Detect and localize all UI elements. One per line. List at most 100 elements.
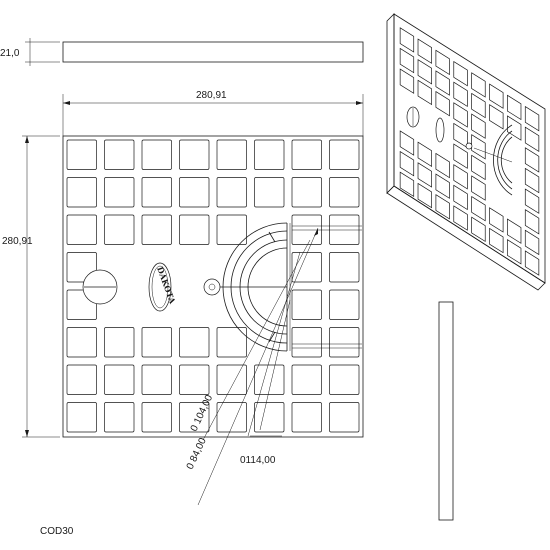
grid-cell [291,177,322,208]
grid-cell [254,177,285,208]
diameter-mid-label: 0 84,00 [185,436,209,471]
iso-grid-cell [524,167,540,194]
iso-grid-cell [417,59,432,85]
logo-oval: DAKOTA [148,262,178,312]
part-code: COD30 [40,526,74,537]
grid-cell [216,364,247,395]
bolt-circle [203,278,221,296]
iso-grid-cell [453,81,468,108]
grid-cell [66,177,97,208]
iso-grid-cell [417,182,432,209]
side-view: 21,0 [0,38,364,66]
iso-grid-cell [435,90,450,117]
grid-cell [216,214,247,245]
iso-grid-cell [507,218,522,244]
grid-cell [104,364,135,395]
grid-cell [291,327,322,358]
iso-grid-cell [399,150,415,177]
grid-cell [179,402,210,433]
grid-cell [329,327,360,358]
iso-grid-cell [453,184,468,211]
iso-grid-cell [399,47,415,74]
grid-cell [141,139,172,170]
iso-grid-cell [453,102,468,128]
grid-cell [329,177,360,208]
iso-latch [406,106,420,128]
iso-grid-cell [435,173,450,199]
iso-grid-cell [471,195,486,222]
iso-grid-cell [489,207,504,233]
iso-grid-cell [524,105,540,132]
iso-grid-cell [524,188,540,214]
grid-cell [179,177,210,208]
grid-cell [141,364,172,395]
iso-grid-cell [399,68,415,94]
grid-cell [66,402,97,433]
iso-grid-cell [399,27,415,53]
latch-circle [82,269,118,305]
grid-cell [329,402,360,433]
grid-cell [66,214,97,245]
iso-grid-cell [471,175,486,201]
width-dimension: 280,91 [62,90,364,136]
height-dimension: 280,91 [2,135,60,438]
grid-cell [216,327,247,358]
grid-cell [141,177,172,208]
front-edge-view [438,301,454,521]
iso-grid-cell [417,162,432,188]
iso-grid-cell [453,122,468,149]
iso-grid-cell [435,49,450,76]
grid-cell [141,402,172,433]
grid-cell [104,402,135,433]
iso-grid-cell [524,229,540,256]
grid-cell [66,327,97,358]
thickness-label: 21,0 [0,48,20,59]
iso-grid-cell [417,79,432,106]
top-view: DAKOTA [62,135,364,506]
grid-cell [291,139,322,170]
iso-grid-cell [453,164,468,190]
iso-grid-cell [471,154,486,181]
grid-cell [291,289,322,320]
iso-grid-cell [524,209,540,235]
iso-bolt [465,142,473,150]
grid-cell [104,177,135,208]
grid-cell [254,139,285,170]
iso-grid-cell [471,134,486,160]
iso-grid-cell [524,250,540,276]
diameter-leaders [197,227,319,506]
iso-logo [435,117,445,143]
iso-semicircle [473,124,513,196]
iso-grid-cell [435,152,450,179]
width-label: 280,91 [196,90,227,101]
grid-cell [104,139,135,170]
iso-grid-cell [471,113,486,139]
grid-cell [291,402,322,433]
grid-cell [254,402,285,433]
iso-grid-cell [507,94,522,121]
grid-cell [216,139,247,170]
grid-cell [179,364,210,395]
iso-grid-cell [453,143,468,169]
iso-grid-cell [471,92,486,119]
iso-grid-cell [399,171,415,198]
iso-grid-cell [471,216,486,243]
grid-cell [141,327,172,358]
height-label: 280,91 [2,236,33,247]
grid-cell [104,327,135,358]
grid-cell [179,214,210,245]
grid-cell [329,289,360,320]
iso-grid-cell [435,194,450,220]
iso-grid-cell [453,205,468,231]
iso-grid-cell [417,38,432,64]
grid-cell [66,364,97,395]
iso-grid-cell [524,126,540,153]
iso-grid-cell [435,70,450,96]
iso-grid-cell [417,141,432,168]
grid-cell [104,214,135,245]
grid-cell [216,177,247,208]
iso-grid-cells [399,27,540,276]
iso-grid-cell [507,115,522,141]
iso-grid-cell [399,130,415,156]
